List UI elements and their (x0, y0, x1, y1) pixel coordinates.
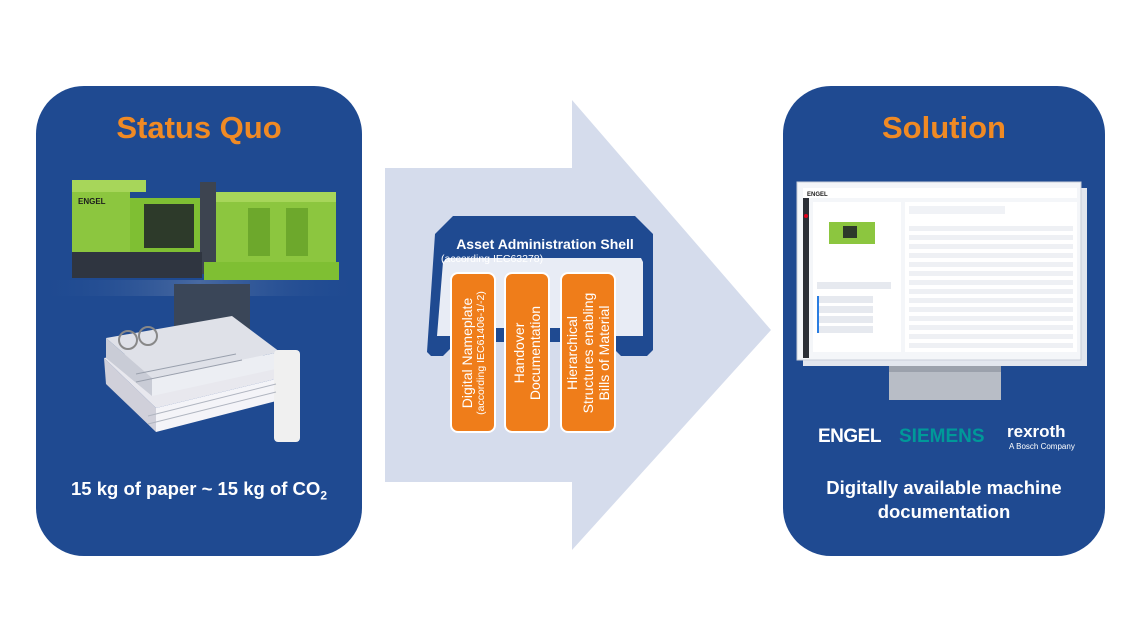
machine-and-binders-illustration: ENGEL (36, 180, 362, 442)
siemens-logo: SIEMENS (899, 426, 985, 447)
digital-nameplate-module: Digital Nameplate (according IEC61406-1/… (450, 272, 496, 433)
rexroth-subtitle: A Bosch Company (1009, 442, 1075, 451)
status-quo-title: Status Quo (116, 110, 282, 145)
shell-subtitle: (according IEC63278) (441, 253, 544, 265)
svg-text:ENGEL: ENGEL (807, 192, 828, 198)
solution-title: Solution (882, 110, 1006, 145)
svg-text:ENGEL: ENGEL (78, 197, 106, 206)
status-quo-panel: Status Quo ENGEL (36, 86, 362, 556)
shell-title: Asset Administration Shell (456, 236, 634, 252)
rexroth-logo: rexroth (1007, 422, 1066, 441)
hierarchical-structures-module: Hierarchical Structures enabling Bills o… (560, 272, 616, 433)
documentation-monitor-illustration: ENGEL (796, 181, 1087, 400)
handover-documentation-module: Handover Documentation (504, 272, 550, 433)
solution-caption: Digitally available machine documentatio… (826, 477, 1062, 522)
solution-panel: Solution ENGEL (783, 86, 1105, 556)
engel-logo: ENGEL (818, 426, 881, 447)
paper-binders (104, 316, 300, 442)
injection-molding-machine: ENGEL (72, 180, 339, 280)
paper-co2-caption: 15 kg of paper ~ 15 kg of CO2 (71, 478, 327, 503)
